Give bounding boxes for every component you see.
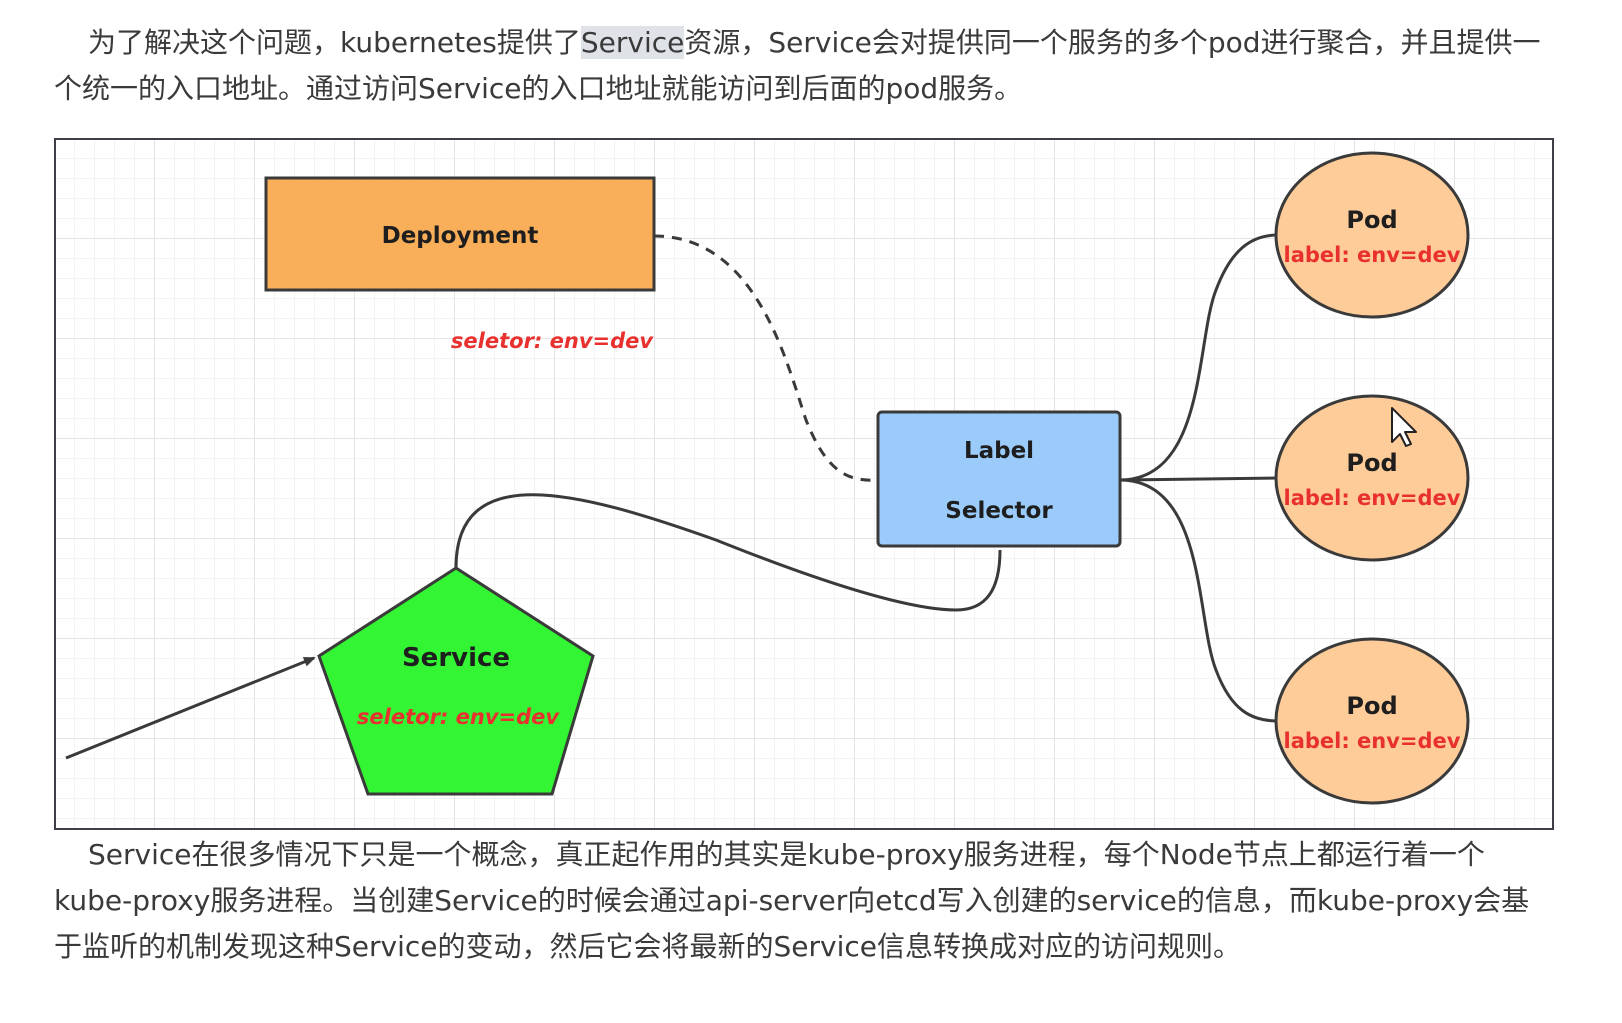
pod-3-title: Pod xyxy=(1346,692,1397,720)
pod-1-label: label: env=dev xyxy=(1284,243,1461,267)
deployment-label: Deployment xyxy=(382,223,539,249)
pod-2-title: Pod xyxy=(1346,449,1397,477)
selector-to-pod-3-connector xyxy=(1119,478,1279,723)
label-selector-line1: Label xyxy=(964,438,1034,464)
diagram-canvas: Deployment seletor: env=dev Label Select… xyxy=(65,151,1470,805)
service-to-selector-connector xyxy=(454,493,1002,612)
deployment-selector-note: seletor: env=dev xyxy=(451,329,654,353)
pod-2-label: label: env=dev xyxy=(1284,486,1461,510)
pod-3: Pod label: env=dev xyxy=(1274,637,1470,805)
deployment-to-selector-dashed-connector xyxy=(653,234,879,482)
incoming-arrow xyxy=(65,656,316,760)
service-selector: seletor: env=dev xyxy=(357,705,560,729)
label-selector-box xyxy=(876,410,1122,548)
pod-2: Pod label: env=dev xyxy=(1274,394,1470,562)
intro-highlight: Service xyxy=(580,26,685,59)
service-pentagon xyxy=(317,566,595,796)
pod-2-ellipse xyxy=(1274,394,1470,562)
mouse-cursor-icon xyxy=(1391,407,1417,447)
intro-text-after: 资源，Service会对提供同一个服务的多个pod进行聚合，并且提供一个统一的入… xyxy=(54,26,1541,105)
service-diagram: Deployment seletor: env=dev Label Select… xyxy=(54,138,1554,830)
pod-3-label: label: env=dev xyxy=(1284,729,1461,753)
intro-text-before: 为了解决这个问题，kubernetes提供了 xyxy=(88,26,581,59)
service-title: Service xyxy=(402,643,510,673)
pod-3-ellipse xyxy=(1274,637,1470,805)
pod-1-title: Pod xyxy=(1346,206,1397,234)
deployment-box xyxy=(264,176,656,292)
pod-1-ellipse xyxy=(1274,151,1470,319)
label-selector-line2: Selector xyxy=(945,498,1053,524)
selector-to-pod-1-connector xyxy=(1119,233,1279,482)
selector-to-pod-2-connector xyxy=(1119,476,1279,482)
intro-paragraph: 为了解决这个问题，kubernetes提供了Service资源，Service会… xyxy=(54,20,1554,112)
outro-paragraph: Service在很多情况下只是一个概念，真正起作用的其实是kube-proxy服… xyxy=(54,838,1530,963)
pod-1: Pod label: env=dev xyxy=(1274,151,1470,319)
